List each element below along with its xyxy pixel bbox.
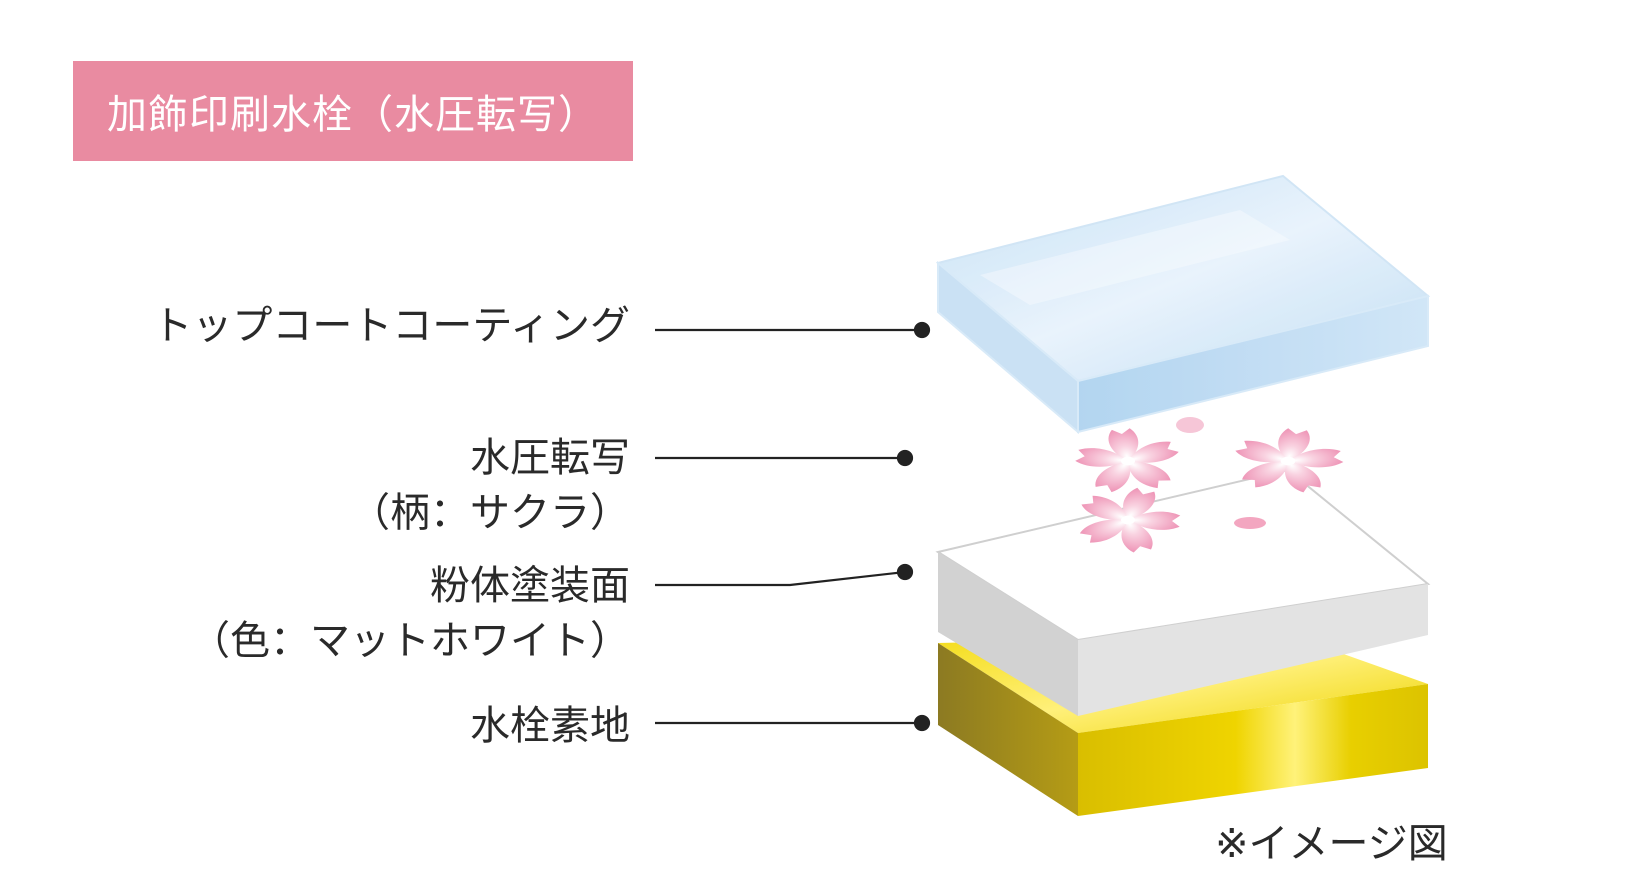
title-overlay: 加飾印刷水栓（水圧転写） xyxy=(73,61,633,161)
label-powder-line1: 粉体塗装面 xyxy=(430,563,630,609)
label-topcoat-wrap: トップコートコーティング xyxy=(0,300,630,360)
leader-powder xyxy=(655,570,906,587)
label-transfer-wrap: 水圧転写 （柄：サクラ） xyxy=(0,432,630,542)
powder-layer xyxy=(935,468,1431,716)
sakura-flower-icon xyxy=(1067,424,1189,497)
leader-dot-topcoat xyxy=(913,321,931,339)
leader-dot-powder xyxy=(896,563,914,581)
sakura-pattern xyxy=(1059,417,1354,561)
label-transfer-line2: （柄：サクラ） xyxy=(350,490,630,536)
label-topcoat: トップコートコーティング xyxy=(152,303,630,349)
sakura-petal xyxy=(1234,517,1266,529)
title-text-overlay: 加飾印刷水栓（水圧転写） xyxy=(107,92,599,138)
label-powder-wrap: 粉体塗装面 （色：マットホワイト） xyxy=(0,560,630,670)
leader-dot-transfer xyxy=(896,449,914,467)
label-base-wrap: 水栓素地 xyxy=(0,700,630,760)
label-transfer-line1: 水圧転写 xyxy=(470,435,630,481)
label-powder-line2: （色：マットホワイト） xyxy=(190,618,630,664)
label-base: 水栓素地 xyxy=(470,703,630,749)
topcoat-layer xyxy=(935,174,1431,435)
leader-lines xyxy=(655,321,931,732)
image-note: ※イメージ図 xyxy=(1215,821,1448,867)
title-banner-bg xyxy=(73,61,633,161)
sakura-petal xyxy=(1176,417,1204,433)
leader-dot-base xyxy=(913,714,931,732)
